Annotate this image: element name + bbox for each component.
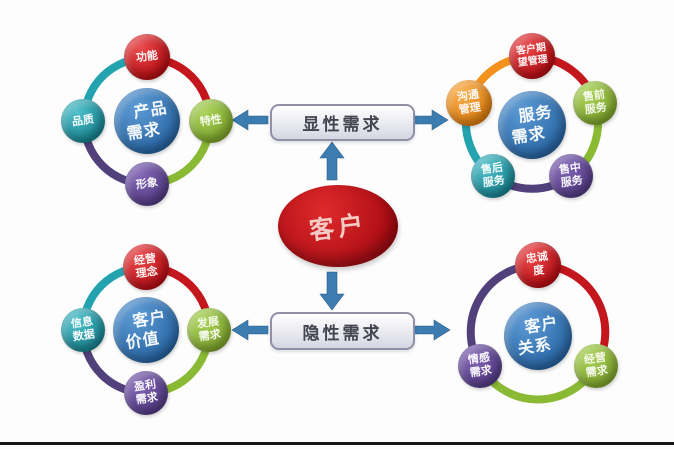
sat-image: 形象 [125,162,169,206]
hub-label-line: 价值 [124,328,161,353]
implicit-needs-box: 隐性需求 [270,312,415,350]
arrow-down-icon [319,271,345,311]
sat-profit-needs: 盈利需求 [124,371,168,415]
arrow-implicit-left-icon [231,319,269,341]
explicit-needs-label: 显性需求 [302,115,383,135]
sat-aftersale-service: 售后服务 [471,154,515,198]
sat-features: 特性 [189,99,233,143]
service-needs-hub: 服务需求 [498,91,566,159]
sat-development-needs: 发展需求 [187,308,231,352]
customer-ellipse: 客户 [278,185,398,267]
sat-information-data: 信息数据 [61,308,105,352]
customer-label: 客户 [307,209,369,246]
sat-quality: 品质 [61,99,105,143]
sat-function: 功能 [124,34,170,80]
arrow-explicit-left-icon [231,109,269,131]
arrow-up-icon [319,141,345,181]
customer-value-hub: 客户价值 [113,297,179,363]
bottom-divider [0,442,674,445]
customer-relation-hub: 客户关系 [504,302,572,370]
sat-business-needs: 经营需求 [574,344,618,388]
explicit-needs-box: 显性需求 [270,104,415,141]
sat-business-philosophy: 经营理念 [123,244,169,290]
implicit-needs-label: 隐性需求 [302,323,383,344]
arrow-explicit-right-icon [411,109,449,131]
hub-label-line: 关系 [516,334,553,359]
sat-loyalty: 忠诚度 [515,242,561,288]
sat-presale-service: 售前服务 [573,81,617,125]
sat-midsale-service: 售中服务 [549,154,593,198]
sat-emotional-needs: 情感需求 [458,344,502,388]
product-needs-hub: 产品需求 [114,88,180,154]
hub-label-line: 需求 [125,119,162,144]
hub-label-line: 需求 [510,123,547,148]
arrow-implicit-right-icon [411,319,451,341]
sat-communication-management: 沟通管理 [446,80,492,126]
sat-expectation-management: 客户期望管理 [509,33,555,79]
